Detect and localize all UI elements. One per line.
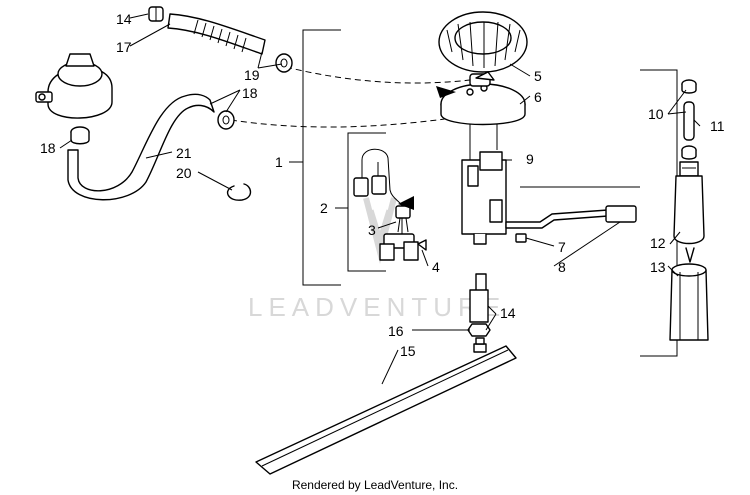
group-bracket-2	[347, 132, 386, 272]
fuel-filter-16	[467, 323, 491, 337]
fuel-pump-flange	[440, 71, 526, 126]
pump-sock-13	[669, 247, 709, 341]
hose-clamp-19	[275, 53, 293, 73]
hose-clamp-18-right	[217, 110, 235, 130]
callout-4: 4	[432, 259, 440, 275]
electric-fuel-pump-12	[673, 161, 705, 245]
callout-6: 6	[534, 89, 542, 105]
callout-11: 11	[710, 118, 725, 134]
callout-5: 5	[534, 68, 542, 84]
callout-18-right: 18	[242, 85, 258, 101]
hose-clamp-18-left	[70, 126, 90, 145]
callout-14-bottom: 14	[500, 305, 516, 321]
spring-clip-20	[226, 183, 252, 201]
callout-16: 16	[388, 323, 404, 339]
render-credit: Rendered by LeadVenture, Inc.	[291, 478, 459, 492]
pickup-plate-15	[255, 337, 517, 475]
callout-1: 1	[275, 154, 283, 170]
pump-hose-11	[683, 101, 695, 141]
fuel-level-sender	[505, 205, 637, 243]
callout-12: 12	[650, 235, 666, 251]
pump-clamp-bottom	[681, 145, 697, 160]
callout-labels: 14 17 19 18 18 21 20 1 2 3 4 5 6 9 7 8 1…	[40, 11, 725, 359]
callout-13: 13	[650, 259, 666, 275]
callout-2: 2	[320, 200, 328, 216]
vent-hose-21	[67, 93, 215, 201]
vapor-canister	[35, 53, 113, 119]
watermark-text: LEADVENTURE	[248, 292, 506, 322]
callout-19: 19	[244, 67, 260, 83]
group-bracket-1	[302, 29, 341, 286]
callout-3: 3	[368, 222, 376, 238]
callout-18-left: 18	[40, 140, 56, 156]
callout-14-top: 14	[116, 11, 132, 27]
leader-lines	[59, 13, 701, 385]
wiring-harness	[353, 148, 427, 261]
callout-15: 15	[400, 343, 416, 359]
fuel-pump-module	[461, 124, 507, 245]
callout-10: 10	[648, 106, 664, 122]
inlet-fitting-14	[469, 273, 489, 323]
pointer-arrow-3	[398, 196, 414, 210]
corrugated-vent-hose	[167, 13, 266, 55]
pointer-arrow-6	[436, 86, 456, 98]
pump-clamp-top	[681, 79, 697, 94]
callout-9: 9	[526, 151, 534, 167]
callout-21: 21	[176, 145, 192, 161]
hose-clamp-top	[148, 6, 164, 22]
watermark-logo: LEADVENTURE	[248, 197, 506, 322]
callout-7: 7	[558, 239, 566, 255]
callout-8: 8	[558, 259, 566, 275]
callout-20: 20	[176, 165, 192, 181]
lock-ring	[438, 11, 528, 73]
callout-17: 17	[116, 39, 132, 55]
